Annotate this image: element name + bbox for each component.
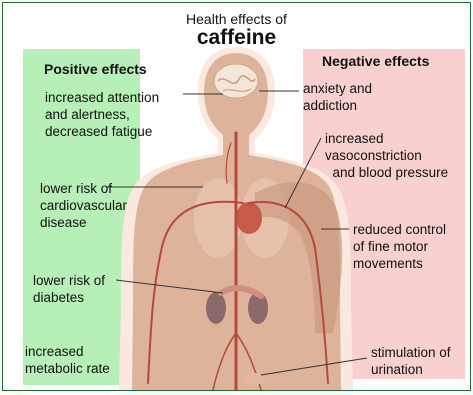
positive-heading: Positive effects xyxy=(44,61,147,77)
kidney-left xyxy=(206,292,226,324)
positive-item-attention: increased attention and alertness, decre… xyxy=(45,89,159,140)
heart xyxy=(236,202,262,234)
positive-item-diabetes: lower risk of diabetes xyxy=(33,272,105,306)
title-line-1: Health effects of xyxy=(3,11,470,27)
diagram-frame: Health effects of caffeine Positive effe… xyxy=(2,2,471,391)
negative-heading: Negative effects xyxy=(322,53,429,69)
negative-item-anxiety: anxiety and addiction xyxy=(303,80,372,114)
negative-item-motor: reduced control of fine motor movements xyxy=(353,221,446,272)
title-line-2: caffeine xyxy=(3,26,470,50)
negative-item-urination: stimulation of urination xyxy=(371,344,451,378)
positive-item-metabolic: increased metabolic rate xyxy=(25,343,110,377)
negative-item-vaso: increased vasoconstriction and blood pre… xyxy=(325,130,448,181)
positive-item-cardio: lower risk of cardiovascular disease xyxy=(40,180,127,231)
